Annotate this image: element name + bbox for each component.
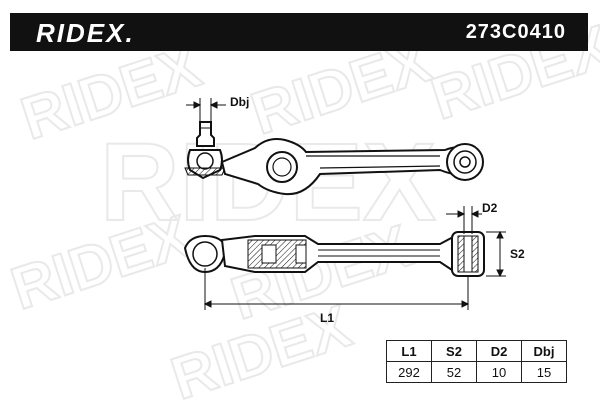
- l1-dimension: L1: [203, 268, 470, 325]
- spec-value-dbj: 15: [521, 361, 567, 383]
- dbj-dimension: Dbj: [186, 95, 249, 124]
- arm-side-view: [184, 121, 484, 196]
- part-number: 273C0410: [465, 21, 566, 43]
- d2-dimension: D2: [446, 201, 498, 234]
- spec-value-l1: 292: [386, 361, 432, 383]
- l1-label: L1: [320, 311, 334, 325]
- spec-table-value-row: 292 52 10 15: [386, 361, 567, 383]
- spec-value-s2: 52: [431, 361, 477, 383]
- spec-table: L1 S2 D2 Dbj 292 52 10 15: [386, 340, 567, 383]
- s2-dimension: S2: [486, 230, 525, 278]
- arm-plan-view: [183, 231, 485, 277]
- d2-label: D2: [482, 201, 498, 215]
- spec-value-d2: 10: [476, 361, 522, 383]
- spec-table-header-row: L1 S2 D2 Dbj: [386, 340, 567, 362]
- spec-header-d2: D2: [476, 340, 522, 362]
- spec-header-s2: S2: [431, 340, 477, 362]
- bushing-eye-side: [446, 143, 484, 181]
- spec-header-l1: L1: [386, 340, 432, 362]
- arm-boss-left: [266, 151, 298, 183]
- spec-header-dbj: Dbj: [521, 340, 567, 362]
- dbj-label: Dbj: [230, 95, 249, 109]
- ball-joint-stud: [196, 121, 215, 147]
- header-bar: RIDEX. 273C0410: [10, 13, 588, 51]
- s2-label: S2: [510, 247, 525, 261]
- brand-logo: RIDEX.: [36, 18, 135, 48]
